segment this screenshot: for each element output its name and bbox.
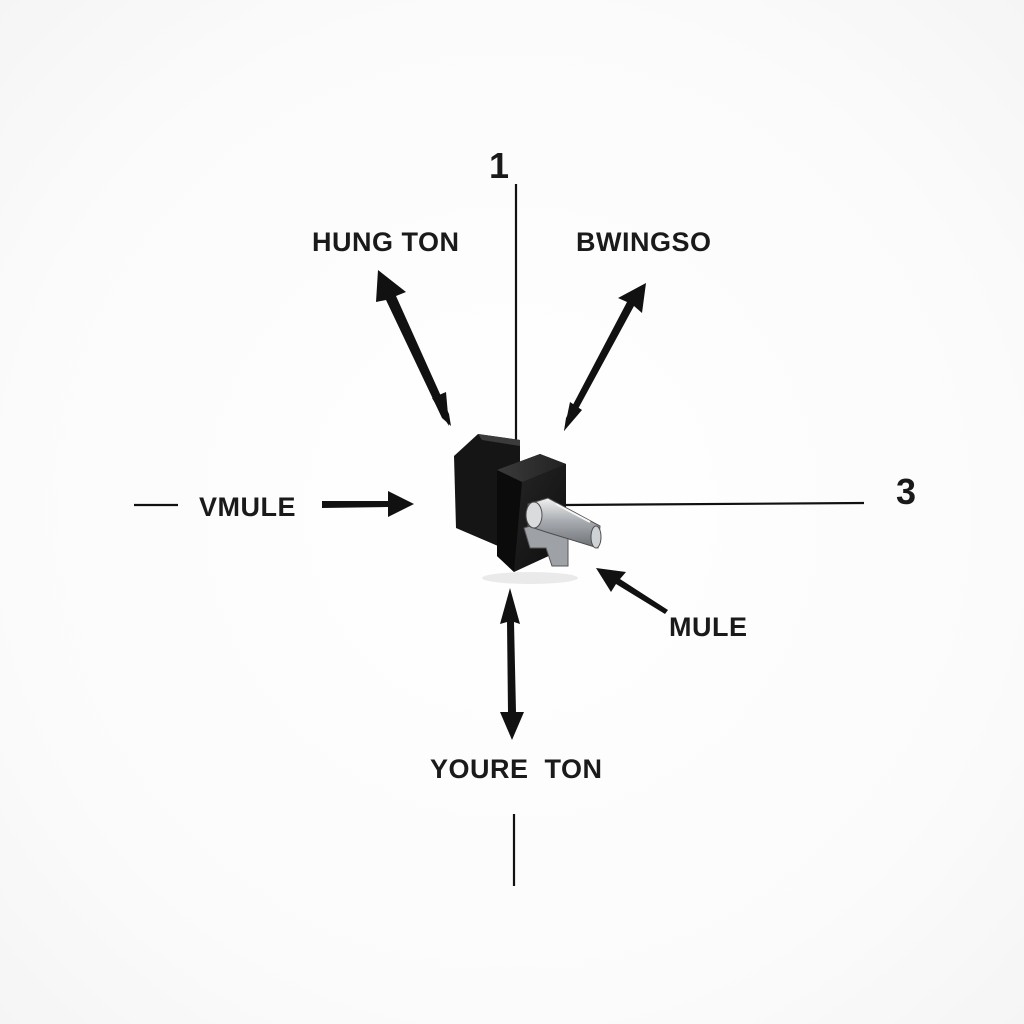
arrow-youre-ton [500, 588, 524, 740]
label-vmule: VMULE [199, 492, 296, 522]
arrow-bwingso [564, 283, 646, 431]
callout-number-1: 1 [489, 145, 510, 186]
arrow-vmule [322, 491, 414, 517]
label-bwingso: BWINGSO [576, 227, 712, 257]
label-mule: MULE [669, 612, 748, 642]
label-hung-ton: HUNG TON [312, 227, 460, 257]
leader-line-3 [565, 501, 865, 507]
arrow-mule [596, 568, 668, 614]
connector-switch-icon [454, 434, 602, 584]
arrow-hung-ton [376, 270, 451, 426]
callout-number-3: 3 [896, 471, 917, 512]
label-youre-ton: YOURE TON [430, 754, 603, 784]
